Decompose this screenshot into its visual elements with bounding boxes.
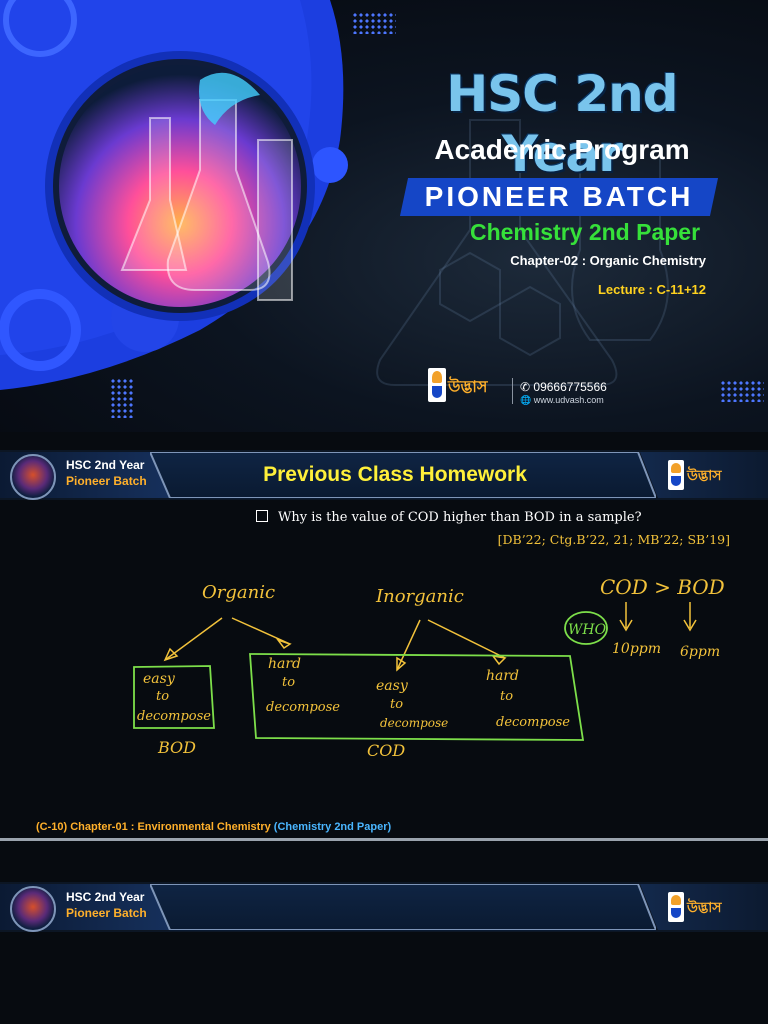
website: 🌐 www.udvash.com bbox=[520, 395, 604, 406]
arrow-line bbox=[396, 619, 421, 671]
question-references: [DB’22; Ctg.B’22, 21; MB’22; SB’19] bbox=[497, 532, 730, 547]
arrow-head bbox=[275, 638, 292, 650]
question-label: Why is the value of COD higher than BOD … bbox=[278, 510, 642, 525]
label-comparison: COD > BOD bbox=[600, 575, 725, 599]
header-batch-line1: HSC 2nd Year bbox=[66, 890, 145, 904]
label-to: to bbox=[390, 697, 403, 712]
label-cod: COD bbox=[367, 741, 405, 760]
brand-logo: উদ্ভাস bbox=[668, 460, 732, 490]
header-frame bbox=[150, 884, 656, 930]
header-batch-line2: Pioneer Batch bbox=[66, 474, 147, 488]
logo-mark-icon bbox=[668, 460, 684, 490]
footer-paper: (Chemistry 2nd Paper) bbox=[273, 821, 392, 833]
homework-slide: HSC 2nd Year Pioneer Batch Previous Clas… bbox=[0, 442, 768, 840]
brand-logo: উদ্ভাস bbox=[668, 892, 732, 922]
cover-chapter: Chapter-02 : Organic Chemistry bbox=[510, 253, 706, 268]
question-text: Why is the value of COD higher than BOD … bbox=[256, 510, 642, 525]
label-hard: hard bbox=[268, 656, 301, 672]
header-batch-line1: HSC 2nd Year bbox=[66, 458, 145, 472]
next-slide: HSC 2nd Year Pioneer Batch উদ্ভাস bbox=[0, 874, 768, 1024]
cover-subject: Chemistry 2nd Paper bbox=[469, 219, 701, 245]
cover-lecture: Lecture : C-11+12 bbox=[597, 282, 706, 297]
phone-icon: ✆ bbox=[520, 380, 534, 394]
label-decompose: decompose bbox=[496, 715, 570, 730]
arrow-head bbox=[619, 619, 633, 632]
label-to: to bbox=[500, 689, 513, 704]
brand-name: উদ্ভাস bbox=[687, 900, 722, 916]
label-to: to bbox=[156, 689, 169, 704]
footer-code: (C-10) bbox=[36, 821, 68, 833]
arrow-head bbox=[491, 654, 507, 666]
handwritten-diagram: Organic Inorganic easy to decompose hard… bbox=[133, 575, 725, 760]
divider bbox=[512, 378, 513, 404]
label-cod-value: 10ppm bbox=[612, 641, 661, 657]
cover-title: HSC 2nd Year bbox=[446, 65, 678, 183]
label-decompose: decompose bbox=[137, 709, 211, 724]
slide-header: HSC 2nd Year Pioneer Batch Previous Clas… bbox=[0, 450, 768, 500]
brand-logo: উদ্ভাস bbox=[428, 368, 508, 404]
slide-divider bbox=[0, 838, 768, 841]
label-bod: BOD bbox=[157, 738, 196, 757]
slide-title: Previous Class Homework bbox=[263, 463, 527, 486]
slide-footer: (C-10) Chapter-01 : Environmental Chemis… bbox=[36, 821, 391, 833]
slide-header: HSC 2nd Year Pioneer Batch উদ্ভাস bbox=[0, 882, 768, 932]
cover-background-art bbox=[0, 0, 669, 390]
header-batch-line2: Pioneer Batch bbox=[66, 906, 147, 920]
globe-icon: 🌐 bbox=[520, 395, 534, 405]
arrow-line bbox=[231, 617, 291, 645]
checkbox-bullet-icon bbox=[256, 510, 268, 522]
batch-emblem-icon bbox=[10, 886, 56, 932]
logo-mark-icon bbox=[668, 892, 684, 922]
label-easy: easy bbox=[376, 678, 409, 694]
dot-grid-decoration bbox=[110, 378, 134, 418]
label-decompose: decompose bbox=[380, 716, 448, 730]
label-easy: easy bbox=[143, 671, 176, 687]
logo-mark-icon bbox=[428, 368, 446, 402]
cover-slide: HSC 2nd Year Academic Program PIONEER BA… bbox=[0, 0, 768, 432]
label-organic: Organic bbox=[202, 582, 275, 603]
label-inorganic: Inorganic bbox=[375, 586, 464, 607]
bod-box bbox=[133, 665, 215, 729]
footer-chapter: Chapter-01 : Environmental Chemistry bbox=[70, 821, 271, 833]
arrow-head bbox=[683, 619, 697, 632]
cover-program: Academic Program bbox=[434, 134, 690, 165]
brand-name: উদ্ভাস bbox=[687, 468, 722, 484]
arrow-head bbox=[163, 647, 179, 662]
label-decompose: decompose bbox=[266, 700, 340, 715]
label-to: to bbox=[282, 675, 295, 690]
arrow-line bbox=[164, 617, 223, 661]
batch-emblem-icon bbox=[10, 454, 56, 500]
label-who: WHO bbox=[568, 622, 607, 638]
header-frame bbox=[150, 452, 656, 498]
website-text: www.udvash.com bbox=[533, 395, 604, 405]
slide-title bbox=[170, 882, 620, 932]
cover-batch: PIONEER BATCH bbox=[424, 181, 694, 212]
label-bod-value: 6ppm bbox=[680, 644, 720, 660]
who-circle bbox=[564, 611, 608, 645]
arrow-head bbox=[396, 656, 407, 672]
phone-number: ✆ 09666775566 bbox=[520, 380, 607, 394]
phone-text: 09666775566 bbox=[533, 380, 607, 394]
cod-box bbox=[249, 653, 585, 741]
brand-name: উদ্ভাস bbox=[448, 377, 488, 396]
arrow-line bbox=[427, 619, 506, 659]
dot-grid-decoration bbox=[352, 12, 396, 34]
label-hard: hard bbox=[486, 668, 519, 684]
dot-grid-decoration bbox=[720, 380, 764, 402]
